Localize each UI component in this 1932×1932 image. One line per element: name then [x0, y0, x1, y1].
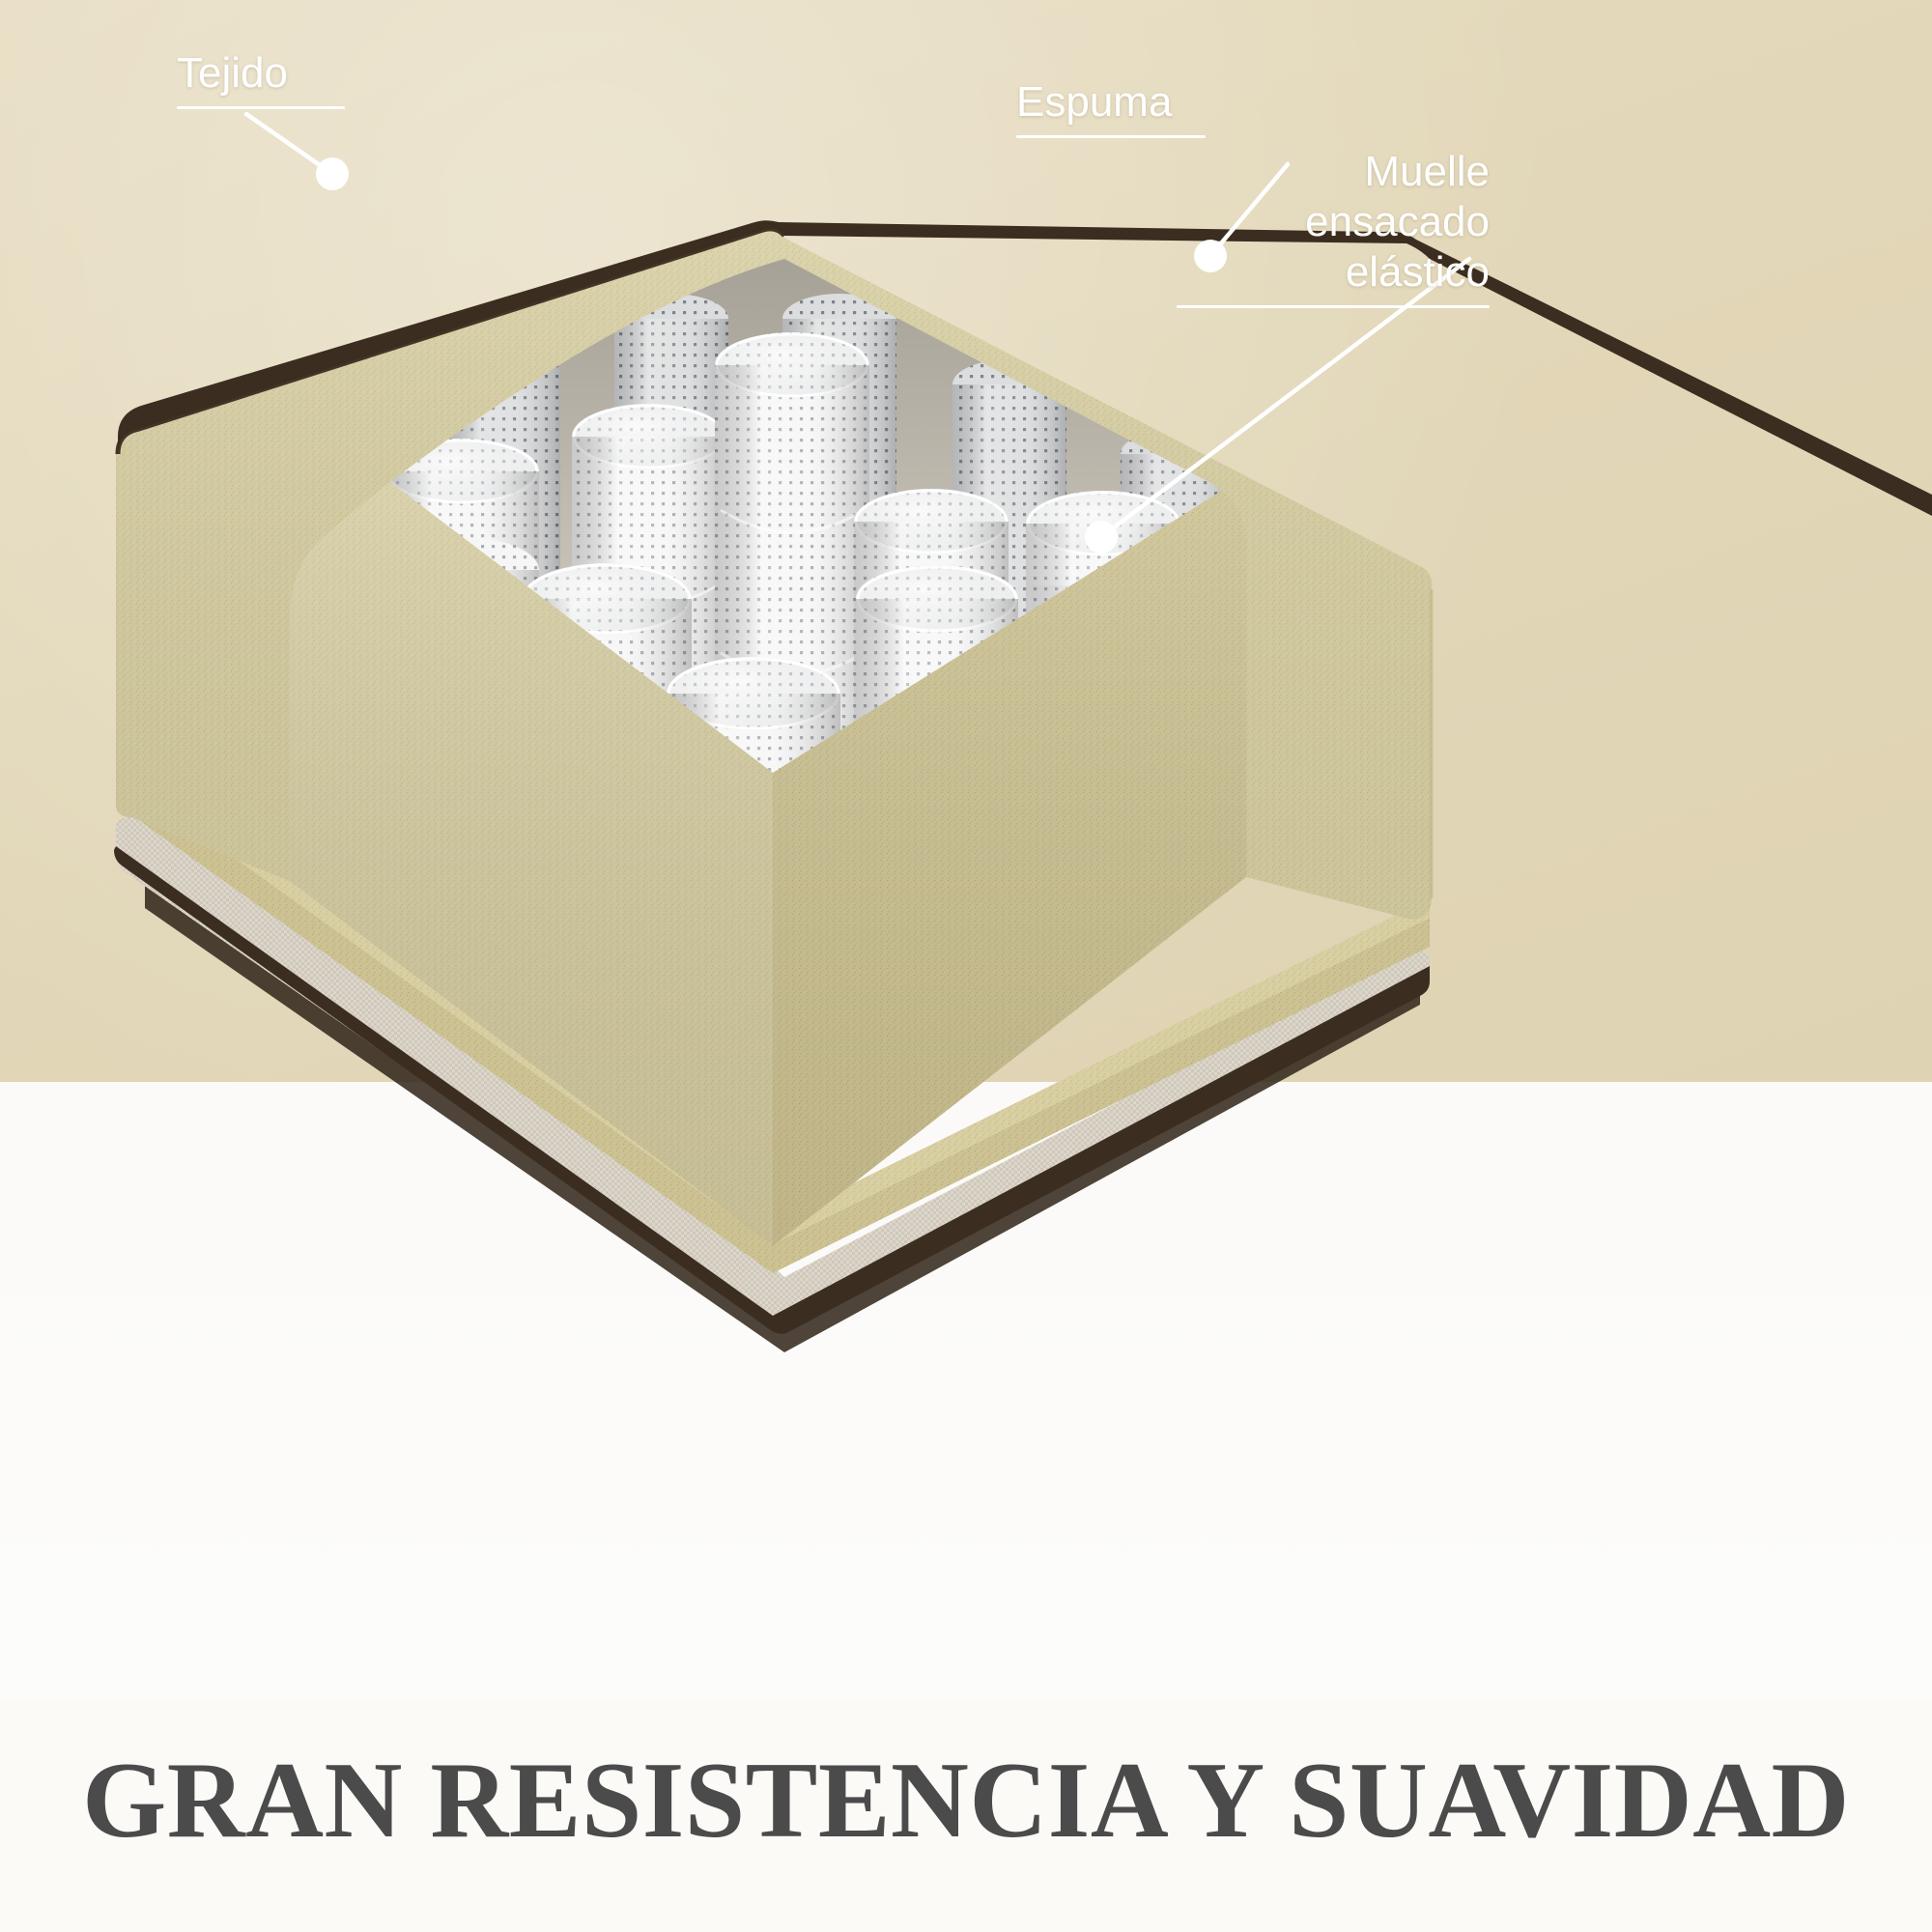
callout-rule-espuma	[1016, 134, 1206, 138]
callout-label-muelle-line2: elástico	[1345, 247, 1490, 296]
callout-label-tejido: Tejido	[177, 49, 288, 97]
callout-rule-tejido	[177, 105, 345, 109]
callout-rule-muelle	[1177, 304, 1490, 308]
headline: GRAN RESISTENCIA Y SUAVIDAD	[82, 1741, 1850, 1861]
callout-dot-espuma	[1194, 240, 1227, 272]
callout-espuma: Espuma	[1016, 77, 1206, 138]
foam-inner-wall	[116, 228, 1433, 1246]
mattress-cutaway-illustration	[114, 111, 1932, 1352]
cutaway-edges	[115, 226, 786, 455]
callout-dots	[316, 157, 1227, 554]
callout-label-espuma: Espuma	[1016, 78, 1173, 126]
leader-line-espuma	[1208, 161, 1291, 259]
callout-dot-tejido	[316, 157, 349, 190]
callout-label-muelle-line1: Muelle ensacado	[1305, 148, 1490, 245]
callout-dot-muelle	[1085, 521, 1118, 554]
leader-line-tejido	[243, 111, 335, 177]
callout-tejido: Tejido	[177, 48, 345, 109]
